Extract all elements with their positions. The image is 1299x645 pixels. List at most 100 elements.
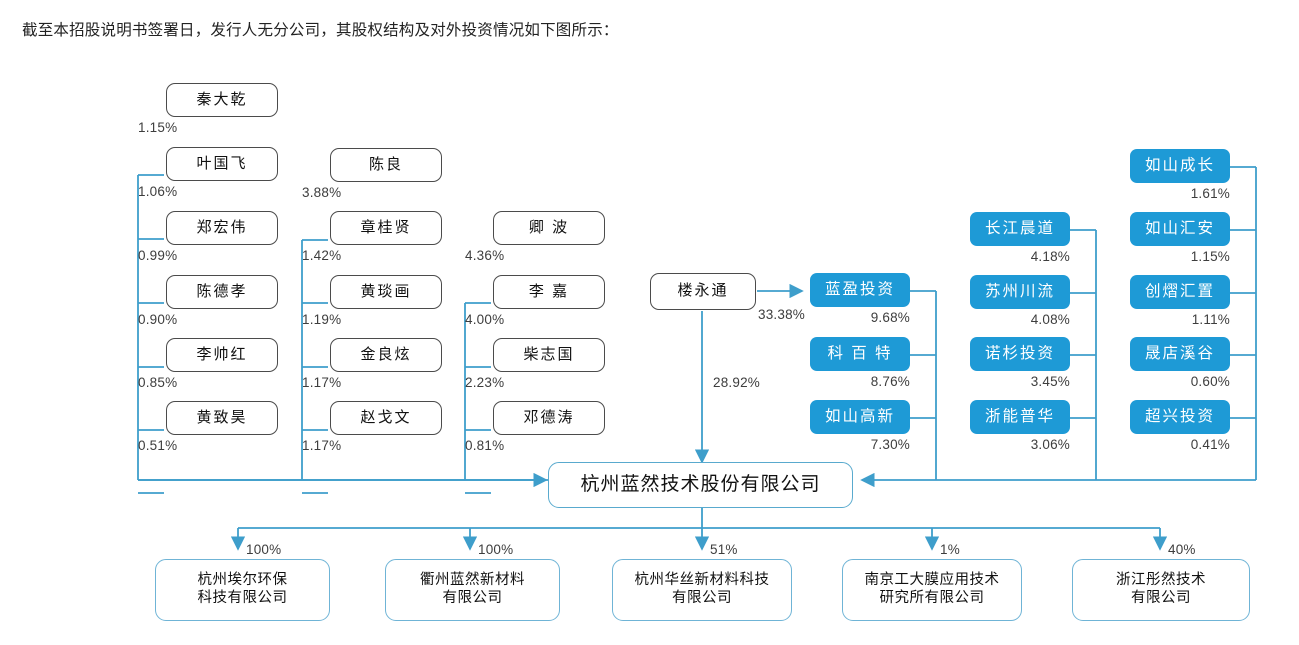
controlling-person-to-main-pct: 28.92%: [713, 375, 760, 390]
shareholder-box[interactable]: 黄致昊: [166, 401, 278, 435]
shareholder-box[interactable]: 郑宏伟: [166, 211, 278, 245]
institution-name: 长江晨道: [984, 219, 1055, 237]
institution-pct: 9.68%: [870, 310, 910, 325]
shareholder-box[interactable]: 叶国飞: [166, 147, 278, 181]
shareholder-name: 李 嘉: [528, 282, 570, 300]
shareholder-pct: 0.85%: [138, 375, 178, 390]
institution-pct: 8.76%: [870, 374, 910, 389]
controlling-person-box[interactable]: 楼永通: [650, 273, 756, 310]
institution-name: 晟店溪谷: [1144, 344, 1215, 362]
shareholder-name: 黄琰画: [360, 282, 412, 300]
institution-box[interactable]: 如山成长: [1130, 149, 1230, 183]
institution-name: 科 百 特: [827, 344, 893, 362]
shareholder-pct: 1.42%: [302, 248, 342, 263]
shareholder-name: 赵戈文: [360, 408, 412, 426]
institution-name: 如山成长: [1144, 156, 1215, 174]
shareholder-pct: 0.99%: [138, 248, 178, 263]
shareholder-name: 柴志国: [523, 345, 575, 363]
institution-pct: 0.41%: [1190, 437, 1230, 452]
subsidiary-name: 浙江彤然技术 有限公司: [1116, 572, 1206, 606]
shareholder-pct: 1.15%: [138, 120, 178, 135]
shareholder-pct: 1.17%: [302, 438, 342, 453]
shareholder-box[interactable]: 秦大乾: [166, 83, 278, 117]
intro-paragraph: 截至本招股说明书签署日，发行人无分公司，其股权结构及对外投资情况如下图所示：: [22, 22, 619, 39]
institution-pct: 1.61%: [1190, 186, 1230, 201]
shareholder-name: 陈良: [368, 155, 403, 173]
shareholder-pct: 2.23%: [465, 375, 505, 390]
subsidiary-pct: 100%: [246, 542, 282, 557]
shareholder-name: 郑宏伟: [196, 218, 248, 236]
institution-name: 创熠汇置: [1144, 282, 1215, 300]
shareholder-box[interactable]: 赵戈文: [330, 401, 442, 435]
shareholder-name: 秦大乾: [196, 90, 248, 108]
shareholder-pct: 0.51%: [138, 438, 178, 453]
controlling-person-name: 楼永通: [677, 282, 729, 300]
institution-pct: 3.45%: [1030, 374, 1070, 389]
institution-box[interactable]: 超兴投资: [1130, 400, 1230, 434]
institution-pct: 0.60%: [1190, 374, 1230, 389]
shareholder-pct: 1.17%: [302, 375, 342, 390]
controlling-person-to-lanying-pct: 33.38%: [758, 307, 805, 322]
subsidiary-box[interactable]: 衢州蓝然新材料 有限公司: [385, 559, 560, 621]
subsidiary-box[interactable]: 浙江彤然技术 有限公司: [1072, 559, 1250, 621]
shareholder-box[interactable]: 邓德涛: [493, 401, 605, 435]
shareholder-box[interactable]: 李帅红: [166, 338, 278, 372]
institution-box[interactable]: 创熠汇置: [1130, 275, 1230, 309]
subsidiary-pct: 51%: [710, 542, 738, 557]
shareholder-name: 章桂贤: [360, 218, 412, 236]
shareholder-name: 金良炫: [360, 345, 412, 363]
institution-box[interactable]: 浙能普华: [970, 400, 1070, 434]
subsidiary-box[interactable]: 杭州埃尔环保 科技有限公司: [155, 559, 330, 621]
institution-box[interactable]: 苏州川流: [970, 275, 1070, 309]
ownership-structure-diagram: 秦大乾 1.15% 叶国飞 1.06% 郑宏伟 0.99% 陈德孝 0.90% …: [0, 62, 1299, 645]
institution-name: 蓝盈投资: [824, 280, 895, 298]
shareholder-box[interactable]: 卿 波: [493, 211, 605, 245]
subsidiary-pct: 1%: [940, 542, 960, 557]
shareholder-pct: 4.00%: [465, 312, 505, 327]
institution-pct: 1.15%: [1190, 249, 1230, 264]
subsidiary-name: 杭州埃尔环保 科技有限公司: [197, 572, 288, 606]
shareholder-name: 邓德涛: [523, 408, 575, 426]
shareholder-pct: 0.90%: [138, 312, 178, 327]
subsidiary-pct: 100%: [478, 542, 514, 557]
institution-box[interactable]: 如山高新: [810, 400, 910, 434]
shareholder-pct: 1.06%: [138, 184, 178, 199]
shareholder-name: 李帅红: [196, 345, 248, 363]
shareholder-name: 叶国飞: [196, 154, 248, 172]
shareholder-box[interactable]: 章桂贤: [330, 211, 442, 245]
institution-pct: 3.06%: [1030, 437, 1070, 452]
shareholder-name: 黄致昊: [196, 408, 248, 426]
shareholder-name: 卿 波: [528, 218, 570, 236]
institution-box[interactable]: 诺杉投资: [970, 337, 1070, 371]
subsidiary-name: 衢州蓝然新材料 有限公司: [420, 572, 525, 606]
shareholder-pct: 3.88%: [302, 185, 342, 200]
shareholder-pct: 1.19%: [302, 312, 342, 327]
shareholder-box[interactable]: 陈良: [330, 148, 442, 182]
shareholder-box[interactable]: 陈德孝: [166, 275, 278, 309]
shareholder-box[interactable]: 李 嘉: [493, 275, 605, 309]
shareholder-box[interactable]: 金良炫: [330, 338, 442, 372]
institution-pct: 4.18%: [1030, 249, 1070, 264]
institution-name: 诺杉投资: [984, 344, 1055, 362]
institution-name: 浙能普华: [984, 407, 1055, 425]
main-company-box[interactable]: 杭州蓝然技术股份有限公司: [548, 462, 853, 508]
institution-pct: 7.30%: [870, 437, 910, 452]
institution-box[interactable]: 蓝盈投资: [810, 273, 910, 307]
subsidiary-box[interactable]: 南京工大膜应用技术 研究所有限公司: [842, 559, 1022, 621]
institution-box[interactable]: 长江晨道: [970, 212, 1070, 246]
shareholder-pct: 0.81%: [465, 438, 505, 453]
shareholder-box[interactable]: 柴志国: [493, 338, 605, 372]
subsidiary-box[interactable]: 杭州华丝新材料科技 有限公司: [612, 559, 792, 621]
institution-box[interactable]: 科 百 特: [810, 337, 910, 371]
institution-name: 苏州川流: [984, 282, 1055, 300]
shareholder-box[interactable]: 黄琰画: [330, 275, 442, 309]
institution-pct: 4.08%: [1030, 312, 1070, 327]
institution-box[interactable]: 如山汇安: [1130, 212, 1230, 246]
institution-name: 如山高新: [824, 407, 895, 425]
institution-name: 超兴投资: [1144, 407, 1215, 425]
shareholder-name: 陈德孝: [196, 282, 248, 300]
main-company-name: 杭州蓝然技术股份有限公司: [580, 474, 821, 496]
institution-box[interactable]: 晟店溪谷: [1130, 337, 1230, 371]
subsidiary-name: 杭州华丝新材料科技 有限公司: [634, 572, 770, 606]
shareholder-pct: 4.36%: [465, 248, 505, 263]
